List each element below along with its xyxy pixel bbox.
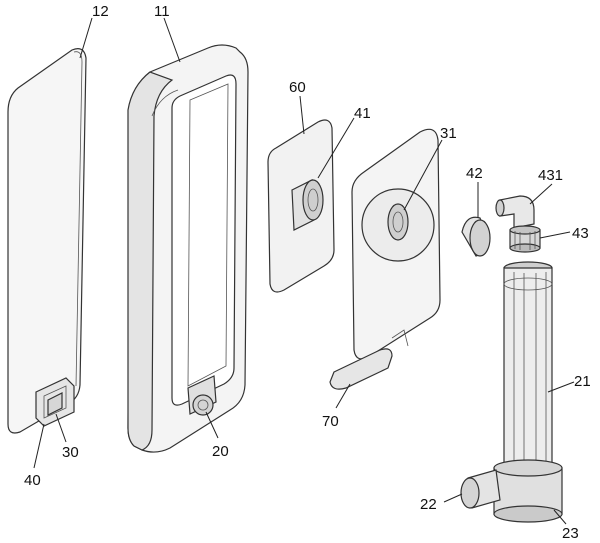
leader-lines — [33, 17, 575, 525]
part-23-base-collar — [493, 459, 563, 523]
label-23: 23 — [562, 525, 579, 542]
label-431: 431 — [538, 167, 563, 184]
part-42-cap — [461, 216, 491, 257]
part-431-elbow-fitting — [495, 195, 535, 229]
label-30: 30 — [62, 444, 79, 461]
label-70: 70 — [322, 413, 339, 430]
label-31: 31 — [440, 125, 457, 142]
label-22: 22 — [420, 496, 437, 513]
label-20: 20 — [212, 443, 229, 460]
label-41: 41 — [354, 105, 371, 122]
part-70-hook-tab — [329, 329, 409, 390]
part-30-socket — [47, 392, 63, 416]
label-11: 11 — [154, 3, 170, 20]
part-43-coupling — [509, 225, 541, 253]
label-12: 12 — [92, 3, 109, 20]
label-21: 21 — [574, 373, 591, 390]
label-60: 60 — [289, 79, 306, 96]
label-40: 40 — [24, 472, 41, 489]
part-21-tube-body — [503, 261, 553, 473]
part-22-side-port — [460, 469, 501, 509]
label-42: 42 — [466, 165, 483, 182]
reference-labels: 12 11 60 41 31 42 431 43 21 70 20 30 40 … — [24, 3, 591, 542]
label-43: 43 — [572, 225, 589, 242]
part-31-mounting-plate — [351, 128, 441, 360]
part-41-bushing — [291, 179, 324, 231]
part-12-cover-panel — [7, 48, 87, 434]
part-20-knob — [187, 375, 217, 416]
part-11-frame-housing — [127, 44, 249, 453]
